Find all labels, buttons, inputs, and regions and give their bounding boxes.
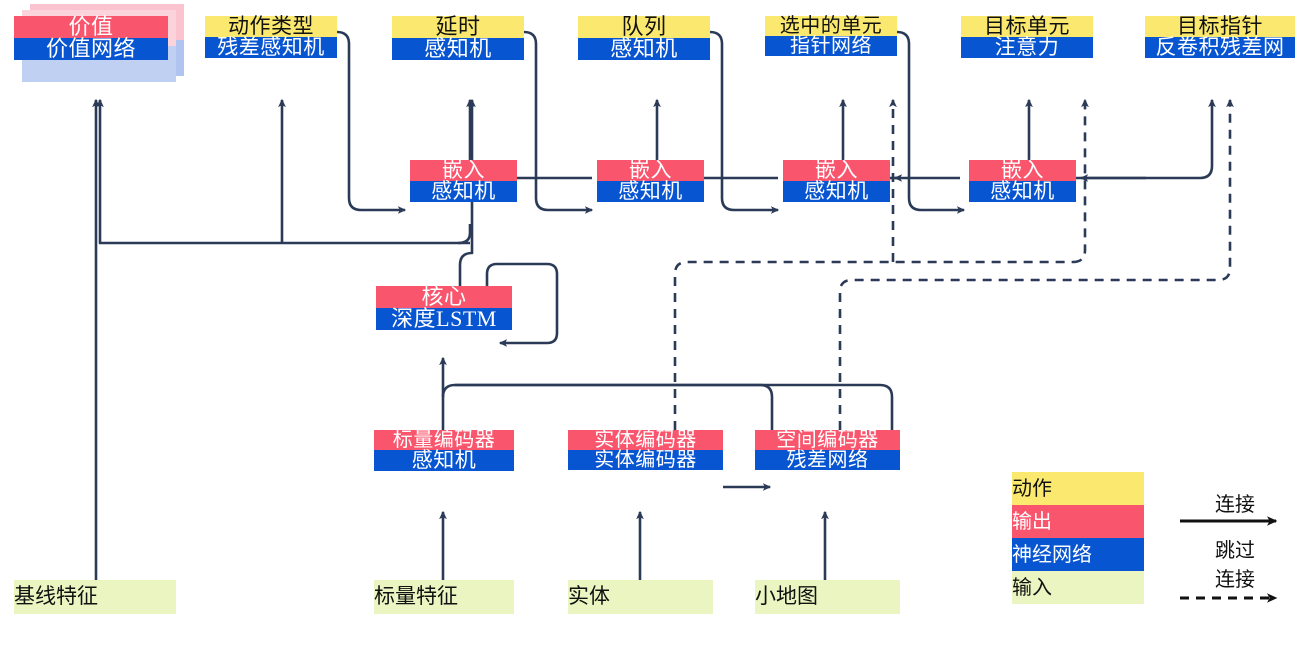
scalar-encoder-output: 标量编码器 <box>374 430 514 450</box>
input-baseline-features[interactable]: 基线特征 <box>14 580 176 614</box>
head-action-type-action: 动作类型 <box>205 16 337 37</box>
embed-4[interactable]: 嵌入 感知机 <box>969 160 1076 202</box>
embed-4-output: 嵌入 <box>969 160 1076 181</box>
embed-2-network: 感知机 <box>597 181 704 202</box>
embed-1[interactable]: 嵌入 感知机 <box>410 160 517 202</box>
entity-encoder[interactable]: 实体编码器 实体编码器 <box>568 430 723 470</box>
embed-3-network: 感知机 <box>783 181 890 202</box>
core-lstm[interactable]: 核心 深度LSTM <box>376 286 512 330</box>
legend-connection-label: 连接 <box>1215 494 1255 516</box>
legend-nn-label: 神经网络 <box>1012 538 1144 571</box>
head-value-action: 价值 <box>14 16 168 38</box>
embed-2-output: 嵌入 <box>597 160 704 181</box>
input-entities-label: 实体 <box>568 580 713 614</box>
head-queue-network: 感知机 <box>578 38 710 60</box>
embed-4-network: 感知机 <box>969 181 1076 202</box>
entity-encoder-network: 实体编码器 <box>568 450 723 470</box>
head-action-type-network: 残差感知机 <box>205 37 337 58</box>
head-selected-units-network: 指针网络 <box>765 36 897 56</box>
input-entities[interactable]: 实体 <box>568 580 713 614</box>
head-target-point[interactable]: 目标指针 反卷积残差网 <box>1145 16 1295 58</box>
spatial-encoder-output: 空间编码器 <box>755 430 900 450</box>
head-selected-units[interactable]: 选中的单元 指针网络 <box>765 16 897 56</box>
legend-action-label: 动作 <box>1012 472 1144 505</box>
legend-swatches: 动作 输出 神经网络 输入 <box>1012 472 1144 604</box>
core-output: 核心 <box>376 286 512 308</box>
embed-1-network: 感知机 <box>410 181 517 202</box>
spatial-encoder[interactable]: 空间编码器 残差网络 <box>755 430 900 470</box>
input-scalar-features-label: 标量特征 <box>374 580 514 614</box>
core-network: 深度LSTM <box>376 308 512 330</box>
head-value[interactable]: 价值 价值网络 <box>14 16 168 60</box>
input-minimap[interactable]: 小地图 <box>755 580 900 614</box>
head-target-point-action: 目标指针 <box>1145 16 1295 37</box>
scalar-encoder[interactable]: 标量编码器 感知机 <box>374 430 514 471</box>
head-target-point-network: 反卷积残差网 <box>1145 37 1295 58</box>
embed-3[interactable]: 嵌入 感知机 <box>783 160 890 202</box>
head-target-unit-action: 目标单元 <box>961 16 1093 37</box>
head-action-type[interactable]: 动作类型 残差感知机 <box>205 16 337 58</box>
input-minimap-label: 小地图 <box>755 580 900 614</box>
head-target-unit-network: 注意力 <box>961 37 1093 58</box>
spatial-encoder-network: 残差网络 <box>755 450 900 470</box>
entity-encoder-output: 实体编码器 <box>568 430 723 450</box>
head-selected-units-action: 选中的单元 <box>765 16 897 36</box>
head-delay-action: 延时 <box>392 16 524 38</box>
legend-skip-label-line2: 连接 <box>1215 569 1255 591</box>
legend-output-label: 输出 <box>1012 505 1144 538</box>
embed-3-output: 嵌入 <box>783 160 890 181</box>
head-delay-network: 感知机 <box>392 38 524 60</box>
head-target-unit[interactable]: 目标单元 注意力 <box>961 16 1093 58</box>
head-queue[interactable]: 队列 感知机 <box>578 16 710 60</box>
head-delay[interactable]: 延时 感知机 <box>392 16 524 60</box>
head-queue-action: 队列 <box>578 16 710 38</box>
input-scalar-features[interactable]: 标量特征 <box>374 580 514 614</box>
embed-1-output: 嵌入 <box>410 160 517 181</box>
legend-input-label: 输入 <box>1012 571 1144 604</box>
legend-skip-label-line1: 跳过 <box>1215 540 1255 562</box>
head-value-network: 价值网络 <box>14 38 168 60</box>
scalar-encoder-network: 感知机 <box>374 450 514 471</box>
input-baseline-features-label: 基线特征 <box>14 580 176 614</box>
embed-2[interactable]: 嵌入 感知机 <box>597 160 704 202</box>
